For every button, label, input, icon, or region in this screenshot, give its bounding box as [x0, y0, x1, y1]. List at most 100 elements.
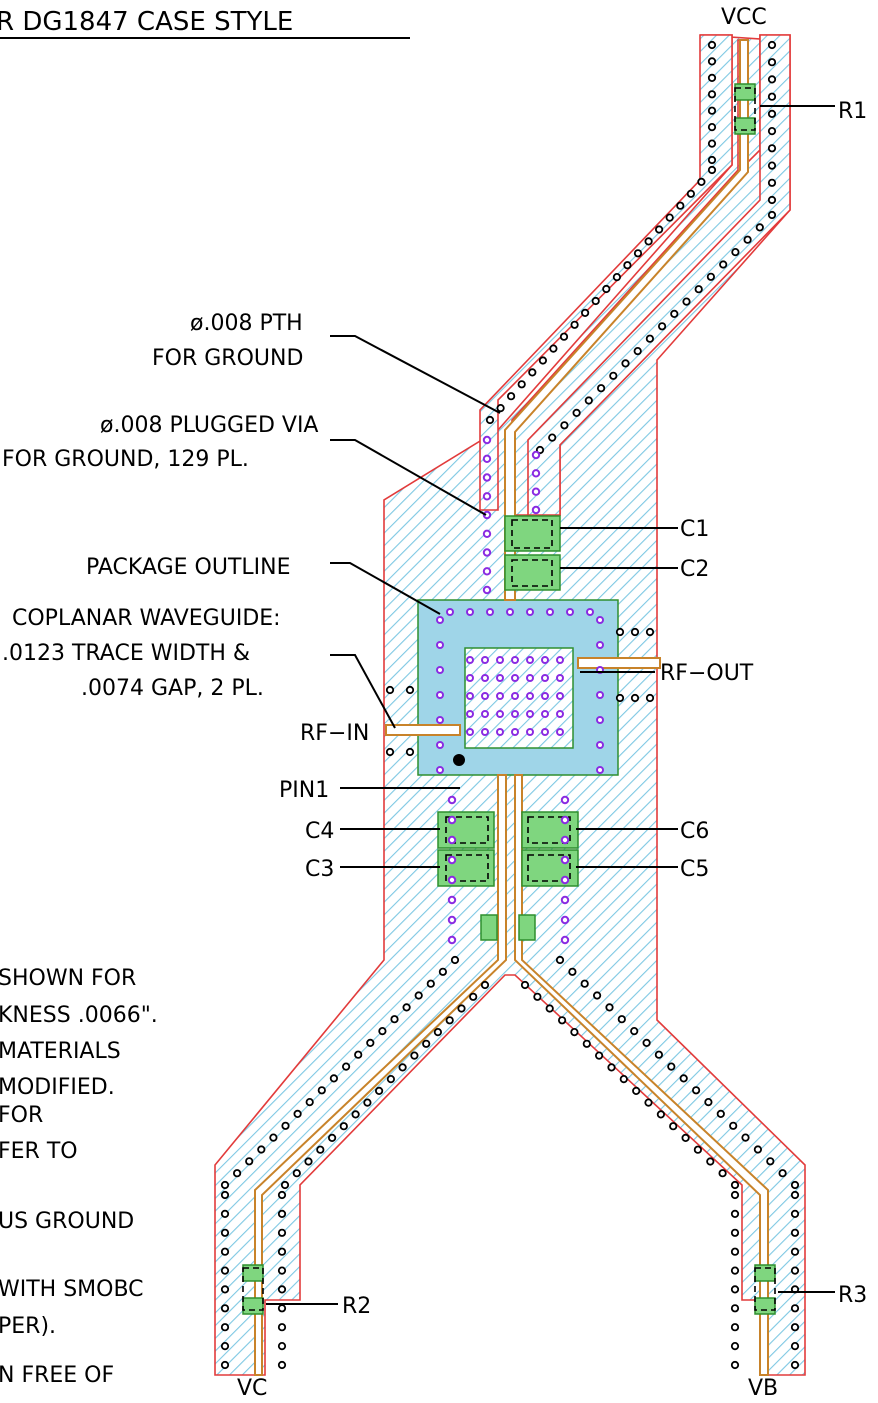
ground-via [605, 1003, 614, 1012]
note-line-1: SHOWN FOR [0, 966, 136, 991]
plugged-via [481, 728, 489, 736]
plugged-via [447, 815, 457, 825]
ground-via [584, 396, 593, 405]
ground-via [354, 1050, 363, 1059]
plugged-via [556, 656, 564, 664]
ground-via [731, 248, 740, 257]
ground-via [591, 296, 600, 306]
rf-out-label: RF−OUT [660, 661, 754, 686]
plugged-via [531, 487, 541, 496]
ground-via [686, 189, 696, 198]
plugged-via [541, 674, 549, 682]
plugged-via [546, 608, 554, 616]
plugged-vias [436, 435, 604, 945]
r1-label: R1 [838, 99, 867, 124]
ground-via [277, 1247, 287, 1256]
plugged-via [541, 710, 549, 718]
plugged-via [560, 935, 570, 945]
ground-via [697, 177, 706, 186]
plugged-via [560, 855, 570, 865]
note-line-2: KNESS .0066". [0, 1003, 158, 1028]
plugged-via [511, 692, 519, 700]
ground-via [730, 1190, 740, 1200]
ground-via [767, 144, 777, 153]
ground-via [506, 392, 516, 401]
ground-via [730, 1304, 740, 1313]
plugged-via [481, 656, 489, 664]
ground-via [767, 210, 777, 220]
plugged-via [556, 674, 564, 682]
ground-via [730, 1180, 740, 1190]
plugged-via [511, 710, 519, 718]
ground-via [729, 1121, 738, 1130]
ground-via [277, 1323, 287, 1332]
ground-via [292, 1169, 301, 1178]
plugged-via [482, 585, 492, 595]
plugged-via [526, 608, 534, 616]
ground-via [220, 1360, 230, 1370]
ground-via [633, 346, 642, 356]
ground-via [555, 955, 565, 965]
vcc-label: VCC [721, 5, 767, 30]
ground-via [790, 1360, 800, 1370]
pth-callout-line1: ø.008 PTH [190, 311, 303, 336]
ground-via [341, 1062, 351, 1071]
ground-via [767, 58, 777, 67]
ground-via [520, 980, 530, 990]
ground-via [645, 334, 655, 343]
plugged-via [531, 450, 541, 460]
plugged-via [447, 935, 457, 945]
plugged-via [436, 716, 444, 724]
plugged-via [447, 795, 457, 805]
note-line-10: N FREE OF [0, 1363, 114, 1388]
note-line-9: PER). [0, 1314, 56, 1339]
plugged-via [447, 875, 457, 885]
ground-via [741, 1133, 750, 1142]
ground-via [682, 297, 691, 306]
plugged-via [496, 728, 504, 736]
plugged-via [482, 435, 492, 445]
plugged-via [541, 692, 549, 700]
plugged-via [447, 835, 457, 845]
note-line-4: MODIFIED. [0, 1075, 115, 1100]
ground-via [602, 284, 611, 294]
ground-via [220, 1209, 230, 1219]
ground-via [644, 237, 653, 246]
ground-via [706, 1157, 715, 1166]
ground-via [594, 1051, 604, 1060]
ground-via [790, 1323, 800, 1332]
plugged-via [560, 835, 570, 845]
ground-via [790, 1180, 800, 1190]
ground-via [316, 1145, 325, 1154]
plugged-via [466, 692, 474, 700]
ground-via [681, 1133, 690, 1143]
ground-via [790, 1247, 800, 1256]
ground-via [657, 322, 667, 331]
ground-via [257, 1145, 266, 1154]
ground-via [633, 249, 643, 258]
ground-via [707, 57, 717, 66]
ground-via [426, 979, 435, 988]
c2-pad [504, 554, 561, 591]
ground-via [630, 627, 640, 637]
c2-label: C2 [680, 557, 709, 582]
plugged-via [596, 641, 604, 649]
r1-pad-bottom [734, 117, 756, 135]
ground-via [220, 1190, 230, 1200]
ground-via [790, 1228, 800, 1237]
plugged-via [481, 710, 489, 718]
note-line-6: FER TO [0, 1139, 78, 1164]
plugged-via [447, 915, 457, 925]
ground-via [277, 1209, 287, 1219]
plugged-via [466, 728, 474, 736]
ground-via [730, 1266, 740, 1275]
vc-label: VC [237, 1376, 267, 1401]
plugged-via [596, 616, 604, 624]
plugged-via [447, 895, 457, 905]
r2-label: R2 [342, 1294, 371, 1319]
ground-via [538, 356, 548, 365]
pin1-label: PIN1 [279, 778, 329, 803]
plugged-via [556, 710, 564, 718]
c1-label: C1 [680, 517, 709, 542]
